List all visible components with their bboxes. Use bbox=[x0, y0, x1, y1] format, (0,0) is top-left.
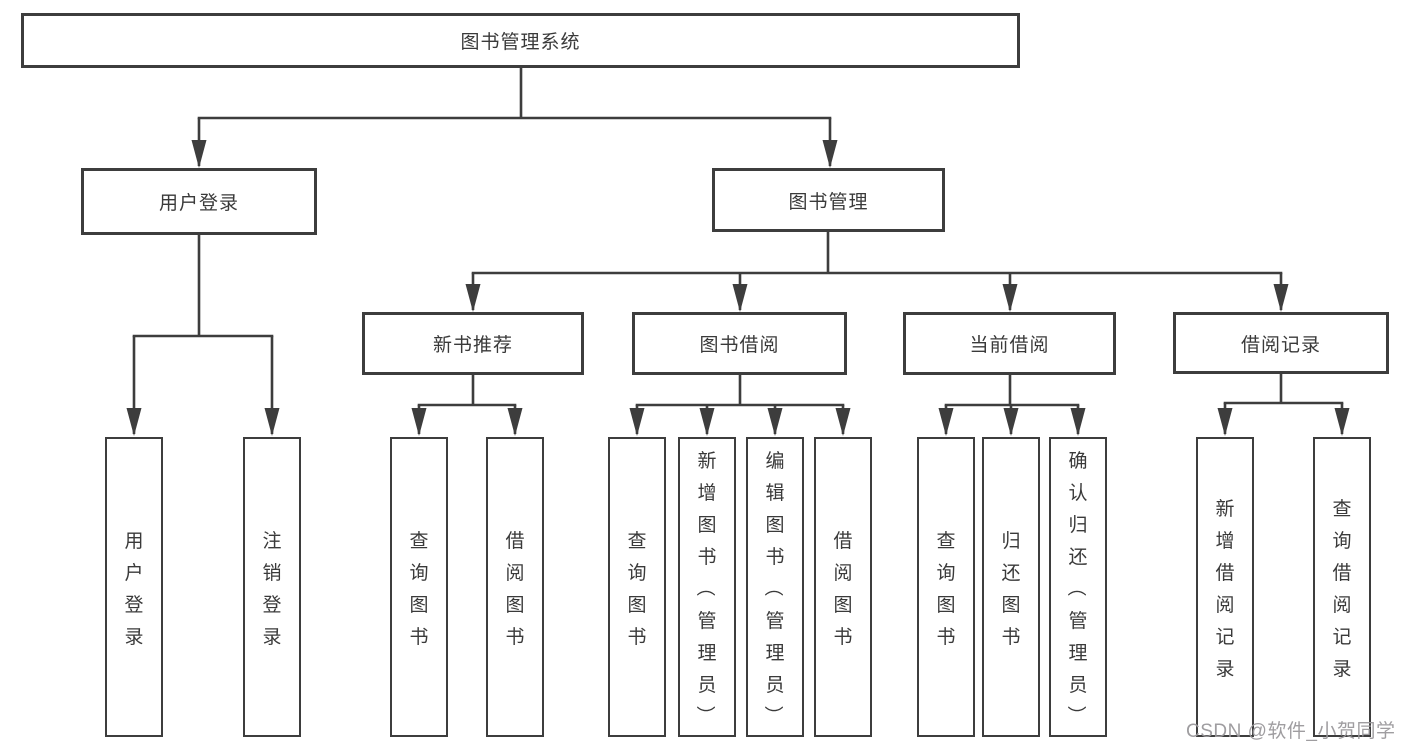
node-book-mgmt-label: 图书管理 bbox=[788, 191, 869, 213]
node-borrow-records: 借阅记录 bbox=[1173, 312, 1389, 374]
leaf-borrow-borrow: 借阅图书 bbox=[814, 437, 872, 737]
leaf-records-add: 新增借阅记录 bbox=[1196, 437, 1254, 737]
leaf-borrow-edit: 编辑图书（管理员） bbox=[746, 437, 804, 737]
node-user-login: 用户登录 bbox=[81, 168, 317, 235]
node-root: 图书管理系统 bbox=[21, 13, 1020, 68]
node-book-borrow-label: 图书借阅 bbox=[699, 335, 780, 356]
leaf-borrow-query: 查询图书 bbox=[608, 437, 666, 737]
leaf-user-login: 用户登录 bbox=[105, 437, 163, 737]
csdn-watermark: CSDN @软件_小贺同学 bbox=[1186, 721, 1396, 742]
node-new-books: 新书推荐 bbox=[362, 312, 584, 375]
node-borrow-records-label: 借阅记录 bbox=[1240, 334, 1321, 356]
node-user-login-label: 用户登录 bbox=[158, 193, 239, 214]
leaf-borrow-add: 新增图书（管理员） bbox=[678, 437, 736, 737]
leaf-newbooks-query: 查询图书 bbox=[390, 437, 448, 737]
node-book-borrow: 图书借阅 bbox=[632, 312, 847, 375]
leaf-newbooks-borrow: 借阅图书 bbox=[486, 437, 544, 737]
leaf-current-confirm: 确认归还（管理员） bbox=[1049, 437, 1107, 737]
leaf-current-query: 查询图书 bbox=[917, 437, 975, 737]
node-current-borrow: 当前借阅 bbox=[903, 312, 1116, 375]
leaf-logout: 注销登录 bbox=[243, 437, 301, 737]
leaf-current-return: 归还图书 bbox=[982, 437, 1040, 737]
node-book-mgmt: 图书管理 bbox=[712, 168, 945, 232]
node-root-label: 图书管理系统 bbox=[460, 32, 581, 53]
leaf-records-query: 查询借阅记录 bbox=[1313, 437, 1371, 737]
node-current-borrow-label: 当前借阅 bbox=[969, 335, 1050, 356]
node-new-books-label: 新书推荐 bbox=[432, 335, 513, 356]
